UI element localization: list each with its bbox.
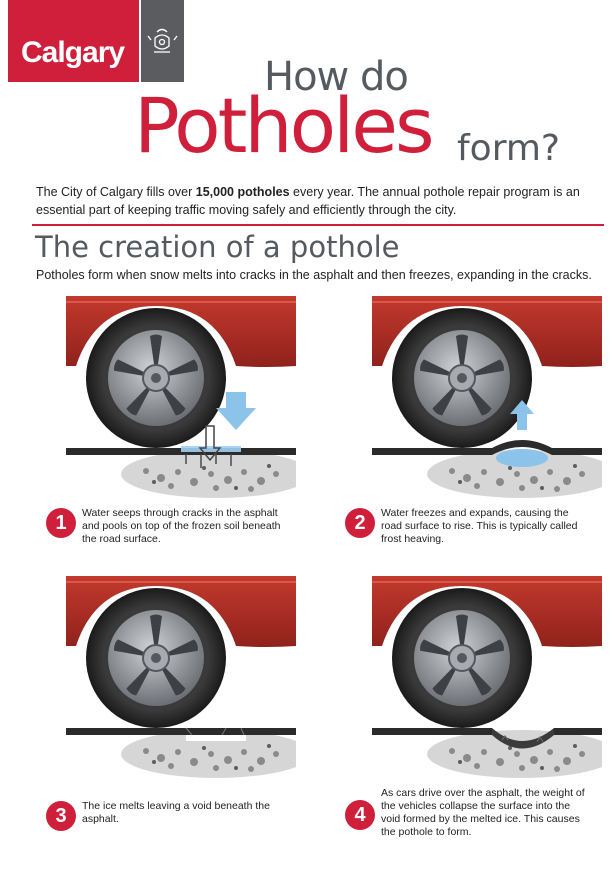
section-heading: The creation of a pothole [35,230,400,264]
illustration-step-4 [371,575,615,786]
step-number-badge: 1 [46,508,76,538]
step-2: 2 Water freezes and expands, causing the… [345,507,585,578]
title-line-3: form? [457,128,561,169]
intro-paragraph: The City of Calgary fills over 15,000 po… [36,183,596,219]
tire-water-seeping-illustration [65,295,311,498]
step-description: Water freezes and expands, causing the r… [381,507,578,545]
tire-frost-heave-illustration [371,295,615,498]
intro-bold: 15,000 potholes [195,185,290,199]
title-line-1: How do [264,54,409,100]
step-number-badge: 3 [46,801,76,831]
brand-name: Calgary [21,36,125,69]
illustration-step-2 [371,295,615,506]
illustration-step-3 [65,575,311,786]
step-3: 3 The ice melts leaving a void beneath t… [46,800,286,871]
step-description: Water seeps through cracks in the asphal… [82,507,281,545]
city-crest [141,0,184,82]
step-number-badge: 2 [345,508,375,538]
step-description: The ice melts leaving a void beneath the… [82,800,270,825]
section-divider [32,224,604,226]
crest-icon [147,28,178,53]
illustration-step-1 [65,295,311,506]
section-subheading: Potholes form when snow melts into crack… [36,268,592,282]
step-description: As cars drive over the asphalt, the weig… [381,787,585,838]
step-4: 4 As cars drive over the asphalt, the we… [345,787,585,858]
step-number-badge: 4 [345,800,375,830]
step-1: 1 Water seeps through cracks in the asph… [46,507,286,578]
title-potholes: Potholes [134,81,435,170]
intro-text-start: The City of Calgary fills over [36,185,196,199]
tire-void-illustration [65,575,311,778]
intro-text-end: every year. The annual pothole repair pr… [36,185,580,217]
tire-pothole-illustration [371,575,615,778]
calgary-logo: Calgary [8,0,139,82]
